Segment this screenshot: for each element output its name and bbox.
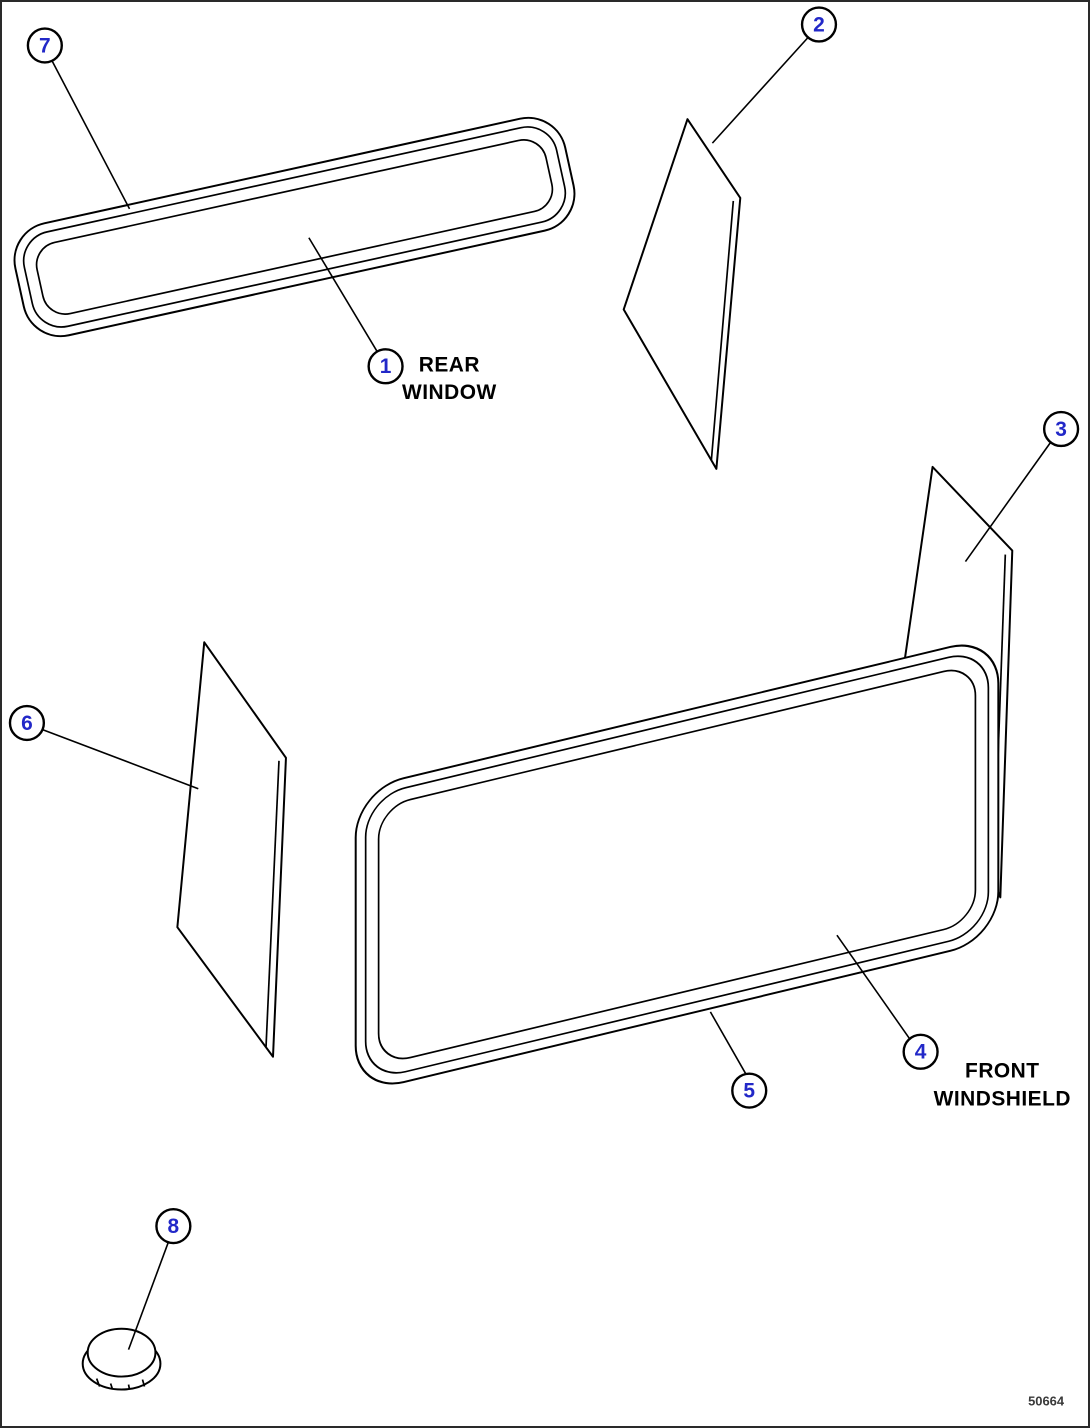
leader-line-1	[308, 237, 379, 353]
callout-3-number: 3	[1055, 418, 1067, 441]
leader-line-2	[711, 36, 809, 144]
side-glass-left-pane	[176, 641, 287, 1058]
leader-lines	[40, 36, 1051, 1350]
callout-6-balloon[interactable]	[8, 704, 46, 742]
callout-4-number: 4	[915, 1041, 927, 1064]
leader-line-3	[964, 442, 1051, 563]
callout-7: 7	[26, 27, 63, 64]
callout-1: 1	[367, 348, 404, 385]
leader-line-4	[836, 934, 911, 1040]
front-windshield-label-line2: WINDSHIELD	[934, 1088, 1071, 1111]
side-glass-left-thickness-line	[265, 760, 280, 1047]
front-windshield-label: FRONT WINDSHIELD	[934, 1060, 1071, 1111]
leader-line-7	[51, 60, 131, 210]
callout-5: 5	[731, 1072, 768, 1109]
callout-4: 4	[902, 1033, 939, 1070]
front-windshield-assembly	[354, 644, 1000, 1085]
side-glass-upper-thickness-line	[710, 200, 735, 461]
rear-window-label-line1: REAR	[419, 353, 480, 376]
grommet-cap	[86, 1327, 157, 1378]
windshield-seal-outer-edge	[354, 644, 1000, 1085]
callout-3-balloon[interactable]	[1042, 410, 1080, 448]
callout-2-number: 2	[813, 14, 825, 37]
grommet-ribs	[95, 1378, 146, 1390]
callout-1-number: 1	[380, 355, 392, 378]
callout-3: 3	[1042, 410, 1080, 448]
side-glass-left	[176, 641, 287, 1058]
callout-8: 8	[155, 1207, 192, 1245]
callout-5-number: 5	[743, 1080, 755, 1103]
callout-5-balloon[interactable]	[731, 1072, 768, 1109]
callout-8-number: 8	[168, 1215, 180, 1238]
windshield-seal-inner-edge	[364, 655, 990, 1074]
rear-window-seal-inner-edge	[22, 126, 567, 328]
callout-8-balloon[interactable]	[155, 1207, 192, 1245]
figure-part-number: 50664	[1028, 1393, 1065, 1408]
side-glass-upper	[622, 118, 742, 470]
rear-window-label-line2: WINDOW	[402, 381, 497, 404]
callout-2-balloon[interactable]	[800, 6, 838, 43]
callout-7-balloon[interactable]	[26, 27, 63, 64]
rear-window-glass	[35, 139, 554, 315]
callout-2: 2	[800, 6, 838, 43]
front-windshield-label-line1: FRONT	[965, 1060, 1039, 1083]
callout-4-balloon[interactable]	[902, 1033, 939, 1070]
rear-window-assembly	[13, 116, 576, 338]
callout-6-number: 6	[21, 712, 33, 735]
grommet	[81, 1327, 162, 1391]
rear-window-label: REAR WINDOW	[402, 353, 497, 404]
windshield-glass	[377, 669, 977, 1060]
callout-1-balloon[interactable]	[367, 348, 404, 385]
leader-line-5	[709, 1011, 747, 1076]
leader-line-8	[127, 1241, 170, 1350]
callout-7-number: 7	[39, 34, 51, 57]
rear-window-seal-outer-edge	[13, 116, 576, 338]
leader-line-6	[40, 728, 199, 790]
side-glass-upper-pane	[622, 118, 742, 470]
callout-6: 6	[8, 704, 46, 742]
